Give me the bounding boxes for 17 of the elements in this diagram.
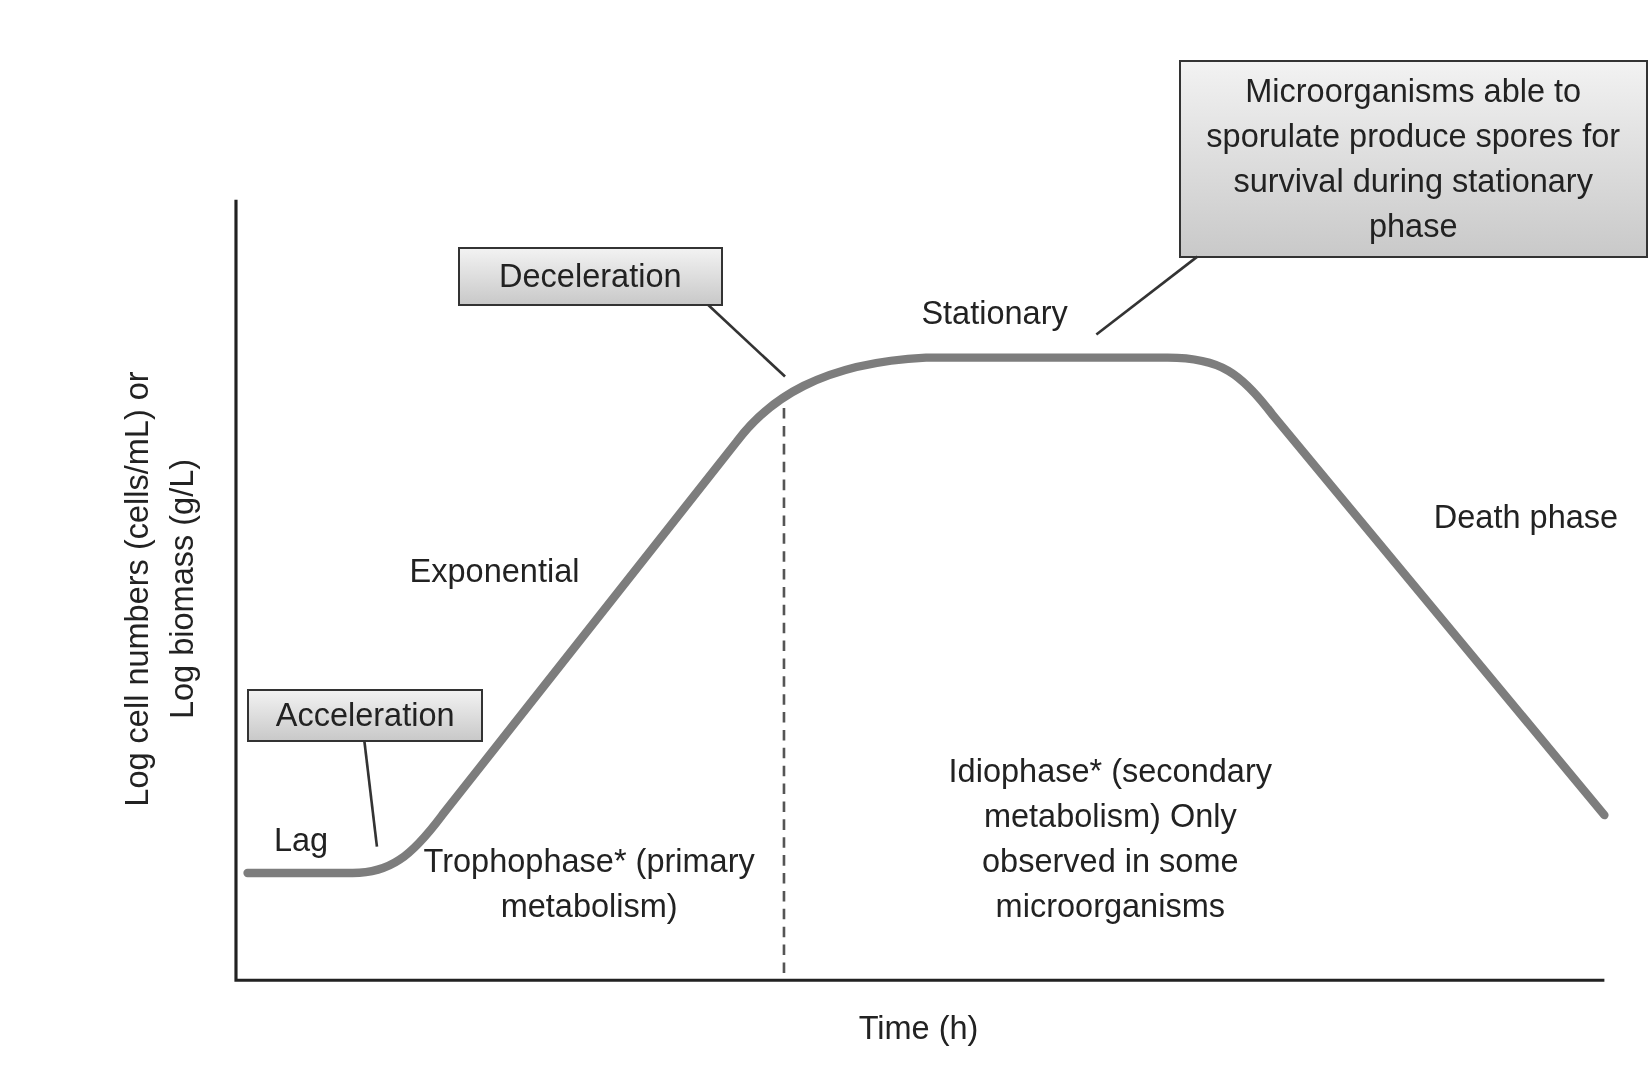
callout-box xyxy=(1178,59,1648,258)
y-axis-title: Log cell numbers (cells/mL) or Log biomass (g/L) xyxy=(117,370,201,809)
metabolism-label: Trophophase* (primary metabolism) xyxy=(422,841,756,926)
phase-label: Exponential xyxy=(409,552,580,592)
leader-line xyxy=(1095,255,1199,336)
callout-box xyxy=(247,689,483,742)
callout-text: Acceleration xyxy=(275,696,455,736)
x-axis-title: Time (h) xyxy=(858,1009,979,1048)
leader-line xyxy=(363,740,379,847)
metabolism-label: Idiophase* (secondary metabolism) Only observed in some microorganisms xyxy=(947,752,1273,927)
callout-text: Deceleration xyxy=(499,257,682,297)
leader-line xyxy=(707,304,786,378)
phase-label: Stationary xyxy=(921,294,1068,334)
callout-text: Microorganisms able to sporulate produce spores for survival during stationary phase xyxy=(1205,71,1622,246)
phase-label: Lag xyxy=(273,820,329,860)
phase-label: Death phase xyxy=(1433,497,1619,537)
callout-box xyxy=(457,247,723,307)
